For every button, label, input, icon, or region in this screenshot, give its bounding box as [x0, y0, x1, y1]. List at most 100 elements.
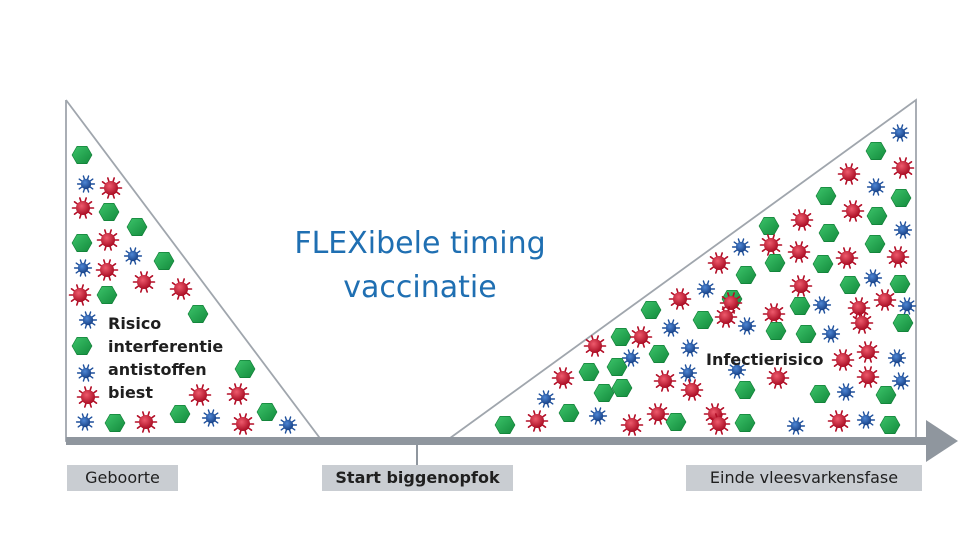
antibody-hexagon-icon	[818, 224, 840, 242]
antibody-hexagon-icon	[864, 235, 886, 253]
blue-virus-icon	[786, 417, 806, 435]
particles-layer	[68, 124, 917, 436]
title-line-2: vaccinatie	[343, 270, 496, 305]
title-line-1: FLEXibele timing	[294, 226, 545, 261]
blue-virus-icon	[73, 259, 93, 277]
timeline-arrowhead	[926, 420, 958, 462]
antibody-hexagon-icon	[187, 304, 209, 324]
antibody-hexagon-icon	[98, 203, 120, 221]
red-virus-icon	[620, 414, 644, 436]
blue-virus-icon	[887, 349, 907, 367]
blue-virus-icon	[836, 383, 856, 401]
left-zone-label-line-2: interferentie	[108, 337, 223, 356]
red-virus-icon	[835, 247, 859, 269]
antibody-hexagon-icon	[889, 274, 911, 294]
blue-virus-icon	[123, 247, 143, 265]
blue-virus-icon	[866, 178, 886, 196]
antibody-hexagon-icon	[692, 310, 714, 330]
red-virus-icon	[653, 370, 677, 392]
antibody-hexagon-icon	[865, 142, 887, 160]
antibody-hexagon-icon	[812, 255, 834, 274]
antibody-hexagon-icon	[71, 234, 93, 252]
red-virus-icon	[226, 383, 250, 405]
antibody-hexagon-icon	[96, 285, 118, 305]
red-virus-icon	[790, 209, 814, 231]
antibody-hexagon-icon	[593, 383, 615, 403]
red-virus-icon	[707, 413, 731, 435]
blue-virus-icon	[727, 361, 747, 379]
left-zone-label-line-3: antistoffen	[108, 360, 207, 379]
blue-virus-icon	[621, 349, 641, 367]
blue-virus-icon	[588, 407, 608, 425]
antibody-hexagon-icon	[665, 412, 687, 432]
red-virus-icon	[668, 288, 692, 310]
timeline-axis	[66, 437, 928, 445]
blue-virus-icon	[863, 269, 883, 287]
red-virus-icon	[762, 303, 786, 325]
red-virus-icon	[525, 410, 549, 432]
red-virus-icon	[827, 410, 851, 432]
red-virus-icon	[629, 326, 653, 348]
antibody-hexagon-icon	[71, 146, 93, 164]
antibody-hexagon-icon	[610, 327, 632, 347]
timeline-label-start: Start biggenopfok	[322, 465, 513, 491]
red-virus-icon	[231, 413, 255, 435]
red-virus-icon	[95, 259, 119, 281]
red-virus-icon	[707, 252, 731, 274]
blue-virus-icon	[893, 221, 913, 239]
red-virus-icon	[831, 349, 855, 371]
antibody-hexagon-icon	[758, 217, 780, 235]
antibody-hexagon-icon	[558, 403, 580, 423]
antibody-hexagon-icon	[234, 359, 256, 379]
antibody-hexagon-icon	[892, 313, 914, 333]
left-zone-label-line-4: biest	[108, 383, 153, 402]
blue-virus-icon	[75, 413, 95, 431]
antibody-hexagon-icon	[890, 189, 912, 207]
antibody-hexagon-icon	[815, 187, 837, 205]
blue-virus-icon	[661, 319, 681, 337]
blue-virus-icon	[737, 317, 757, 335]
antibody-hexagon-icon	[104, 413, 126, 433]
blue-virus-icon	[76, 175, 96, 193]
antibody-hexagon-icon	[153, 252, 175, 271]
blue-virus-icon	[278, 416, 298, 434]
blue-virus-icon	[856, 411, 876, 429]
antibody-hexagon-icon	[839, 275, 861, 295]
right-triangle-outline	[445, 98, 917, 442]
red-virus-icon	[787, 241, 811, 263]
blue-virus-icon	[536, 390, 556, 408]
antibody-hexagon-icon	[734, 413, 756, 433]
red-virus-icon	[96, 229, 120, 251]
red-virus-icon	[188, 384, 212, 406]
antibody-hexagon-icon	[879, 415, 901, 435]
red-virus-icon	[99, 177, 123, 199]
blue-virus-icon	[897, 297, 917, 315]
antibody-hexagon-icon	[606, 357, 628, 377]
timeline-label-birth: Geboorte	[67, 465, 178, 491]
red-virus-icon	[873, 289, 897, 311]
antibody-hexagon-icon	[648, 344, 670, 364]
antibody-hexagon-icon	[494, 415, 516, 435]
blue-virus-icon	[812, 296, 832, 314]
red-virus-icon	[551, 367, 575, 389]
red-virus-icon	[583, 335, 607, 357]
blue-virus-icon	[201, 409, 221, 427]
red-virus-icon	[76, 386, 100, 408]
antibody-hexagon-icon	[126, 218, 148, 236]
antibody-hexagon-icon	[764, 254, 786, 273]
blue-virus-icon	[891, 372, 911, 390]
red-virus-icon	[891, 157, 915, 179]
red-virus-icon	[766, 367, 790, 389]
left-zone-label-line-1: Risico	[108, 314, 161, 333]
red-virus-icon	[646, 403, 670, 425]
red-virus-icon	[837, 163, 861, 185]
red-virus-icon	[132, 271, 156, 293]
antibody-hexagon-icon	[735, 265, 757, 285]
blue-virus-icon	[76, 364, 96, 382]
antibody-hexagon-icon	[578, 362, 600, 382]
antibody-hexagon-icon	[875, 385, 897, 405]
red-virus-icon	[71, 197, 95, 219]
blue-virus-icon	[890, 124, 910, 142]
antibody-hexagon-icon	[71, 336, 93, 356]
